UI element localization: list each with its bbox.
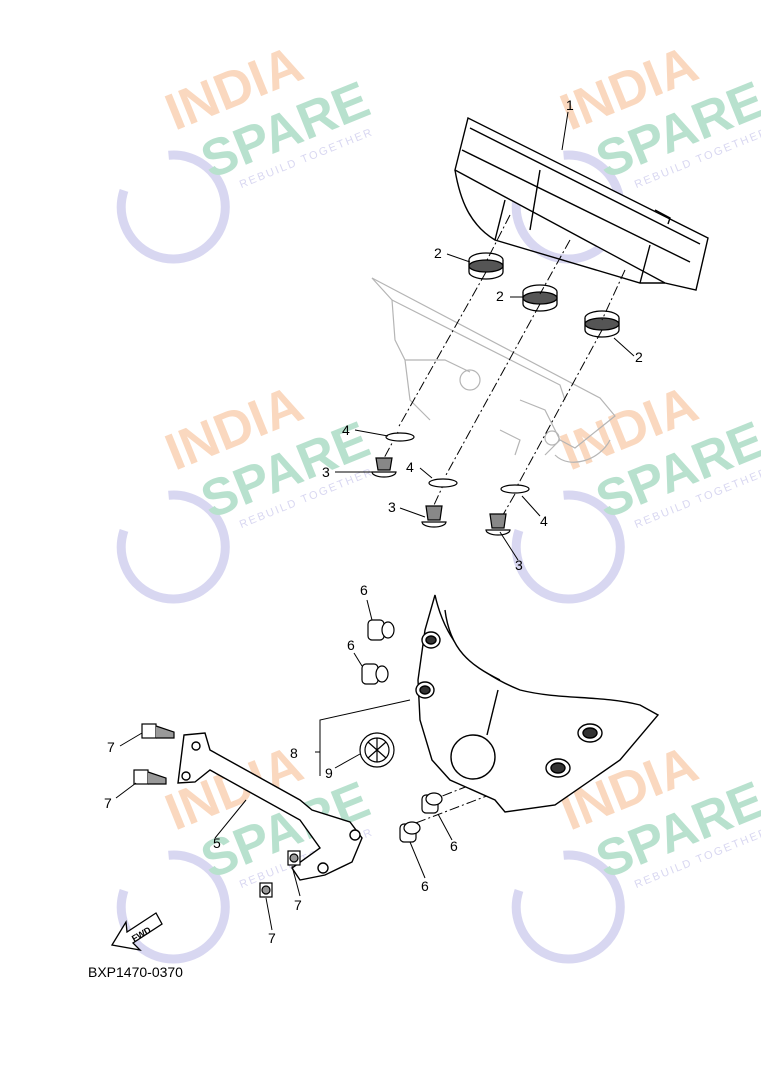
grommet-group <box>468 252 620 338</box>
watermark-layer: INDIA SPARE REBUILD TOGETHER INDIA SPARE… <box>116 35 761 964</box>
callout-6: 6 <box>347 637 355 653</box>
mount-bracket-ghost <box>371 277 616 463</box>
meter-assembly <box>454 116 709 291</box>
front-cover <box>415 594 660 813</box>
callout-7: 7 <box>104 795 112 811</box>
bolt <box>259 882 273 898</box>
bolt <box>287 850 301 866</box>
washer <box>385 432 415 442</box>
bolt <box>133 769 167 785</box>
screw <box>371 457 397 478</box>
callout-6: 6 <box>450 838 458 854</box>
callout-3: 3 <box>515 557 523 573</box>
callout-4: 4 <box>406 459 414 475</box>
callout-2: 2 <box>635 349 643 365</box>
callout-6: 6 <box>360 582 368 598</box>
callout-1: 1 <box>566 97 574 113</box>
callout-7: 7 <box>107 739 115 755</box>
callout-7: 7 <box>268 930 276 946</box>
callout-3: 3 <box>388 499 396 515</box>
bolt <box>141 723 175 739</box>
callout-9: 9 <box>325 765 333 781</box>
washer-group <box>385 432 530 494</box>
bolt-group <box>133 723 301 898</box>
callout-7: 7 <box>294 897 302 913</box>
fwd-arrow-icon: FWD <box>110 912 163 952</box>
callout-8: 8 <box>290 745 298 761</box>
watermark: INDIA SPARE REBUILD TOGETHER <box>116 35 378 264</box>
screw <box>485 513 511 536</box>
grommet <box>522 284 558 312</box>
drawing-code: BXP1470-0370 <box>88 964 183 980</box>
collar <box>367 619 395 641</box>
callout-3: 3 <box>322 464 330 480</box>
screw-group <box>371 457 511 536</box>
screw <box>421 505 447 528</box>
washer <box>500 484 530 494</box>
callout-6: 6 <box>421 878 429 894</box>
grommet <box>584 310 620 338</box>
stay-bracket <box>177 732 363 881</box>
callout-5: 5 <box>213 835 221 851</box>
collar <box>361 663 389 685</box>
grommet <box>468 252 504 280</box>
callout-2: 2 <box>496 288 504 304</box>
watermark: INDIA SPARE REBUILD TOGETHER <box>116 375 378 604</box>
callout-2: 2 <box>434 245 442 261</box>
collar-group <box>361 619 443 843</box>
callouts: 1 2 2 2 3 3 3 4 4 4 5 6 6 6 6 7 7 7 7 8 … <box>104 97 643 946</box>
collar <box>399 821 421 843</box>
washer <box>428 478 458 488</box>
leader-lines <box>115 111 635 931</box>
callout-4: 4 <box>540 513 548 529</box>
collar <box>421 792 443 814</box>
callout-4: 4 <box>342 422 350 438</box>
emblem <box>359 732 395 768</box>
